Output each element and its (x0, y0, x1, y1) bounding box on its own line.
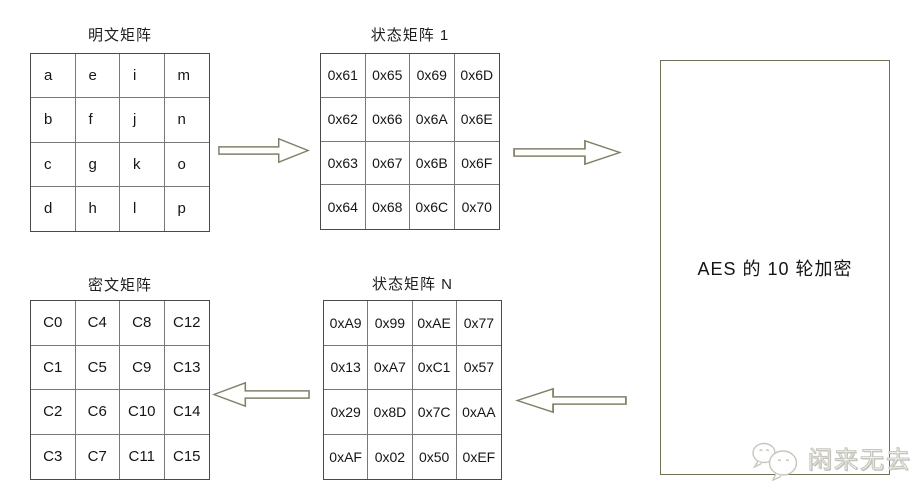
wechat-icon (752, 442, 798, 482)
matrix-cell: 0xEF (462, 448, 496, 465)
matrix-cell: c (31, 142, 76, 187)
matrix-cell: e (75, 54, 120, 99)
matrix-cell: C12 (164, 301, 209, 346)
matrix-cell: C1 (31, 345, 76, 390)
matrix-cell: g (75, 142, 120, 187)
aes-rounds-box: AES 的 10 轮加密 (660, 60, 890, 475)
plaintext-matrix-title: 明文矩阵 (87, 27, 152, 44)
matrix-cell: b (31, 98, 76, 143)
matrix-cell: 0x69 (410, 54, 455, 98)
matrix-cell: 0x64 (321, 185, 366, 229)
matrix-cell: 0x6F (454, 142, 499, 186)
left-arrow-icon (212, 381, 310, 408)
matrix-cell: 0xA9 (324, 301, 369, 346)
matrix-cell: C9 (120, 345, 165, 390)
matrix-cell: 0x62 (321, 97, 366, 142)
matrix-cell: 0x6E (454, 98, 499, 142)
ciphertext-matrix: C0 C4 C8 C12 C1 C5 C9 C13 C2 C6 C10 C14 … (30, 300, 210, 480)
matrix-cell: 0x65 (365, 54, 410, 98)
matrix-cell: 0x61 (321, 54, 366, 98)
right-arrow-icon (513, 139, 622, 166)
matrix-cell: C13 (164, 346, 209, 390)
state-matrix-n: 0xA9 0x99 0xAE 0x77 0x13 0xA7 0xC1 0x57 … (323, 300, 502, 480)
matrix-cell: k (120, 142, 165, 187)
matrix-cell: 0xC1 (412, 345, 457, 390)
matrix-cell: j (120, 98, 165, 143)
matrix-cell: 0x57 (456, 346, 501, 390)
matrix-cell: o (164, 143, 209, 187)
matrix-cell: h (76, 186, 120, 231)
matrix-cell: 0x77 (456, 301, 501, 346)
matrix-cell: C4 (75, 301, 120, 346)
matrix-cell: i (120, 54, 165, 99)
state-matrix-n-title: 状态矩阵 N (371, 276, 453, 293)
matrix-cell: C10 (120, 390, 165, 435)
left-arrow-icon (515, 387, 627, 414)
matrix-cell: C6 (75, 390, 120, 435)
matrix-cell: 0x02 (368, 434, 413, 479)
matrix-cell: 0xAF (324, 434, 369, 479)
aes-rounds-label: AES 的 10 轮加密 (697, 258, 853, 279)
matrix-cell: d (31, 186, 76, 231)
state-matrix-1: 0x61 0x65 0x69 0x6D 0x62 0x66 0x6A 0x6E … (320, 53, 500, 230)
matrix-cell: l (120, 186, 165, 231)
matrix-cell: 0x50 (413, 434, 457, 479)
matrix-cell: C11 (120, 434, 165, 479)
state-matrix-1-title: 状态矩阵 1 (370, 27, 450, 44)
matrix-cell: 0x99 (368, 301, 413, 346)
matrix-cell: 0x70 (461, 199, 492, 216)
matrix-cell: 0x8D (368, 390, 413, 435)
matrix-cell: f (75, 98, 120, 143)
matrix-cell: 0x67 (365, 141, 410, 186)
matrix-cell: 0x6B (410, 141, 455, 186)
matrix-cell: 0x66 (365, 97, 410, 142)
matrix-cell: 0x7C (412, 390, 457, 435)
matrix-cell: C15 (172, 448, 201, 466)
matrix-cell: 0xAA (456, 390, 501, 435)
matrix-cell: 0xAE (412, 301, 457, 346)
matrix-cell: C3 (31, 434, 76, 479)
watermark: 闲来无去 (750, 440, 912, 482)
matrix-cell: C14 (164, 390, 209, 435)
matrix-cell: 0x63 (321, 141, 366, 186)
matrix-cell: m (164, 54, 209, 99)
matrix-cell: n (164, 98, 209, 143)
right-arrow-icon (218, 137, 310, 164)
matrix-cell: C8 (120, 301, 165, 346)
matrix-cell: 0x6D (454, 54, 499, 98)
matrix-cell: p (177, 200, 186, 218)
matrix-cell: 0x68 (366, 185, 410, 229)
ciphertext-matrix-title: 密文矩阵 (87, 277, 152, 294)
matrix-cell: 0x13 (324, 345, 369, 390)
matrix-cell: C5 (75, 345, 120, 390)
matrix-cell: 0xA7 (368, 345, 413, 390)
matrix-cell: C2 (31, 390, 76, 435)
matrix-cell: C0 (31, 301, 76, 346)
matrix-cell: C7 (76, 434, 120, 479)
watermark-text: 闲来无去 (807, 446, 912, 474)
matrix-cell: a (31, 54, 76, 99)
matrix-cell: 0x6A (410, 97, 455, 142)
matrix-cell: 0x6C (410, 185, 455, 229)
plaintext-matrix: a e i m b f j n c g k o d h l p (30, 53, 210, 232)
matrix-cell: 0x29 (324, 390, 369, 435)
